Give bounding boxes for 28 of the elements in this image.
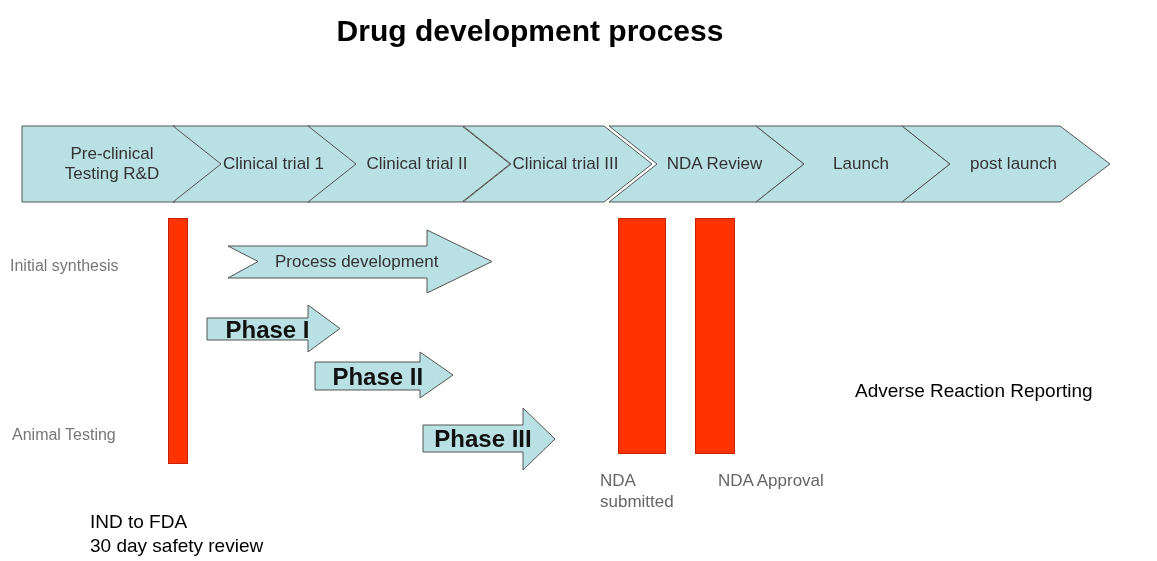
step-label: Clinical trial III [511,153,620,175]
step-label: Phase I [224,318,311,340]
milestone-note: 30 day safety review [90,534,265,558]
milestone-bar [168,218,188,464]
step-label: Pre-clinical Testing R&D [63,143,161,185]
diagram-title: Drug development process [335,14,725,48]
stage-shape [902,126,1110,202]
side-label: Adverse Reaction Reporting [855,380,1094,402]
milestone-bar [695,218,735,454]
phase-shape [423,408,555,470]
stage-shape [308,126,510,202]
milestone-note: NDA submitted [600,470,675,512]
milestone-note: NDA Approval [718,470,825,491]
step-label: Clinical trial 1 [221,153,326,175]
milestone-note: IND to FDA [90,510,189,534]
phase-shape [228,230,492,293]
step-label: Process development [274,251,440,273]
side-label: Animal Testing [12,426,117,444]
step-label: Phase II [331,362,425,390]
milestone-bar [618,218,666,454]
step-label: NDA Review [665,153,764,175]
step-label: Phase III [433,425,533,452]
side-label: Initial synthesis [10,257,120,275]
phase-shape [315,352,453,398]
step-label: Launch [832,153,890,175]
phase-shape [207,305,340,352]
step-label: Clinical trial II [365,153,469,175]
step-label: post launch [969,153,1058,175]
